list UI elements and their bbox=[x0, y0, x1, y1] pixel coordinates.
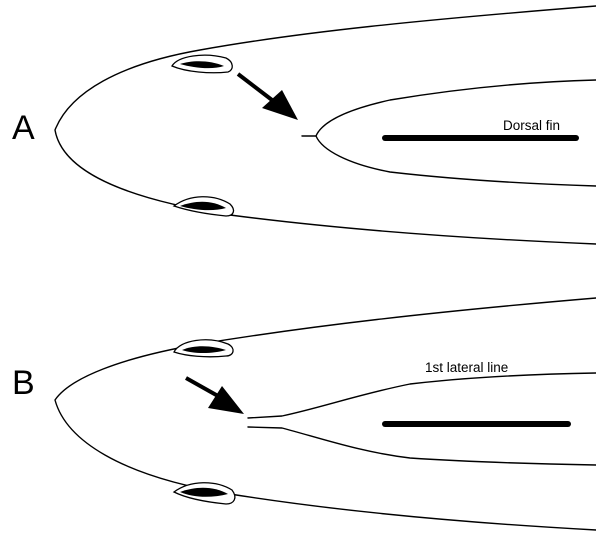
panel-a-letter: A bbox=[12, 109, 35, 147]
panel-b-body-outline bbox=[55, 298, 596, 530]
panel-a-lower-eye bbox=[174, 197, 233, 216]
panel-a-arrow bbox=[238, 74, 298, 120]
panel-b-arrow bbox=[186, 378, 244, 414]
panel-b-lower-eye bbox=[174, 483, 235, 504]
panel-b-upper-line bbox=[248, 373, 596, 418]
panel-a-label: Dorsal fin bbox=[503, 118, 560, 133]
panel-a-upper-eye bbox=[172, 55, 232, 73]
panel-b-label: 1st lateral line bbox=[425, 360, 508, 375]
panel-a-fin-outline bbox=[316, 80, 596, 186]
panel-b-lower-line bbox=[248, 427, 596, 465]
panel-b-letter: B bbox=[12, 364, 35, 402]
panel-b-upper-eye bbox=[174, 340, 233, 357]
panel-b: B 1st lateral line bbox=[12, 298, 596, 530]
panel-a: A Dorsal fin bbox=[12, 6, 596, 244]
